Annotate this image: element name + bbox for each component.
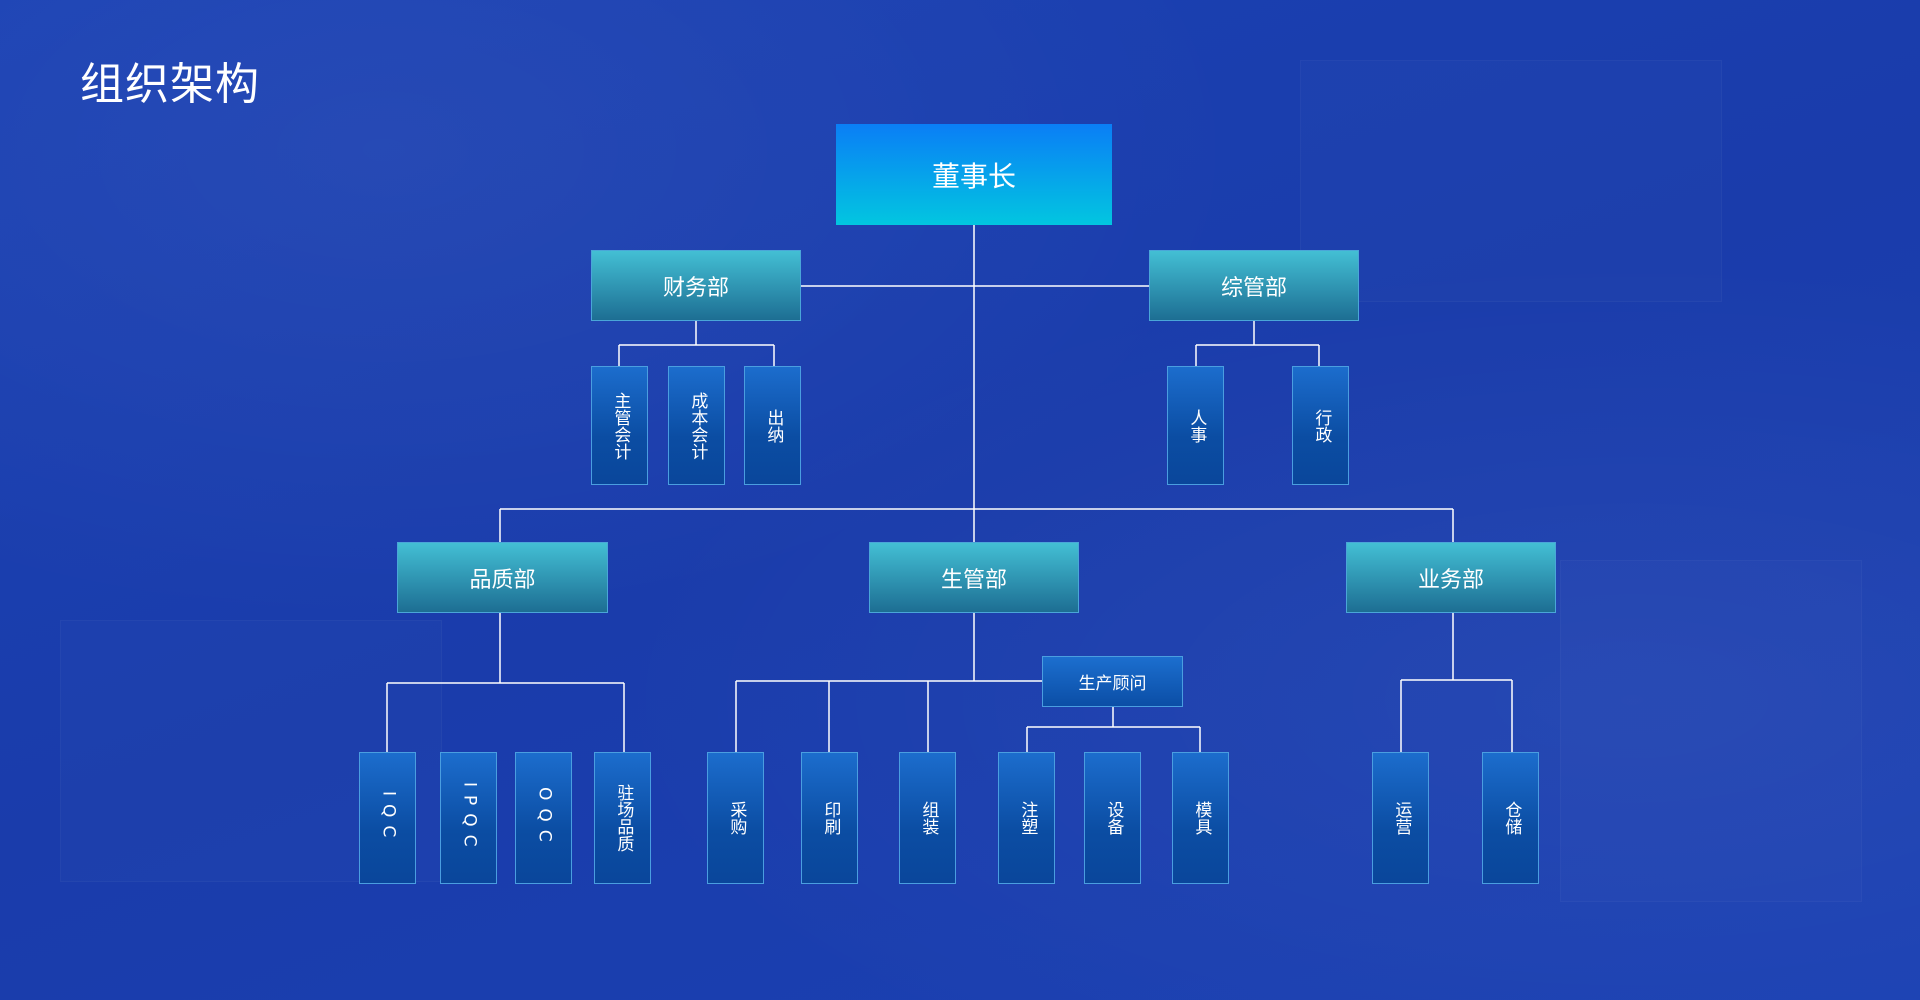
node-purchasing: 采购: [707, 752, 764, 884]
node-production-advisor: 生产顾问: [1042, 656, 1183, 707]
node-operations: 运营: [1372, 752, 1429, 884]
page-title: 组织架构: [80, 59, 260, 110]
node-label: 驻场品质: [613, 784, 634, 852]
node-sales-dept: 业务部: [1346, 542, 1556, 613]
node-oqc: OQC: [515, 752, 572, 884]
node-label: 生产顾问: [1078, 674, 1147, 694]
node-equipment: 设备: [1084, 752, 1141, 884]
node-label: 主管会计: [610, 391, 631, 460]
node-printing: 印刷: [801, 752, 858, 884]
node-label: 仓储: [1501, 801, 1522, 835]
node-label: 业务部: [1417, 567, 1484, 593]
node-label: 印刷: [820, 801, 841, 835]
node-administration: 行政: [1292, 366, 1349, 485]
node-label: 设备: [1103, 801, 1124, 835]
node-iqc: IQC: [359, 752, 416, 884]
node-cost-accountant: 成本会计: [668, 366, 725, 485]
node-molds: 模具: [1172, 752, 1229, 884]
node-chairman: 董事长: [836, 124, 1112, 225]
node-label: 运营: [1391, 801, 1412, 835]
node-hr: 人事: [1167, 366, 1224, 485]
node-finance-dept: 财务部: [591, 250, 801, 321]
node-label: 注塑: [1017, 801, 1038, 835]
node-label: 成本会计: [687, 391, 708, 460]
node-label: 采购: [726, 801, 747, 835]
node-label: 财务部: [662, 275, 729, 301]
node-label: 出纳: [763, 408, 784, 443]
node-chief-accountant: 主管会计: [591, 366, 648, 485]
node-ipqc: IPQC: [440, 752, 497, 884]
node-admin-dept: 综管部: [1149, 250, 1359, 321]
node-onsite-quality: 驻场品质: [594, 752, 651, 884]
node-label: IPQC: [459, 781, 480, 855]
node-label: 组装: [918, 801, 939, 835]
node-label: 董事长: [931, 159, 1016, 193]
node-injection-molding: 注塑: [998, 752, 1055, 884]
node-production-dept: 生管部: [869, 542, 1079, 613]
node-label: 综管部: [1220, 275, 1287, 301]
node-label: 模具: [1191, 801, 1212, 835]
node-warehousing: 仓储: [1482, 752, 1539, 884]
node-label: OQC: [534, 786, 555, 850]
node-assembly: 组装: [899, 752, 956, 884]
node-label: 品质部: [469, 567, 536, 593]
node-label: 行政: [1311, 408, 1332, 443]
node-quality-dept: 品质部: [397, 542, 608, 613]
node-label: IQC: [378, 790, 399, 846]
node-label: 生管部: [940, 567, 1007, 593]
node-label: 人事: [1186, 408, 1207, 443]
node-cashier: 出纳: [744, 366, 801, 485]
